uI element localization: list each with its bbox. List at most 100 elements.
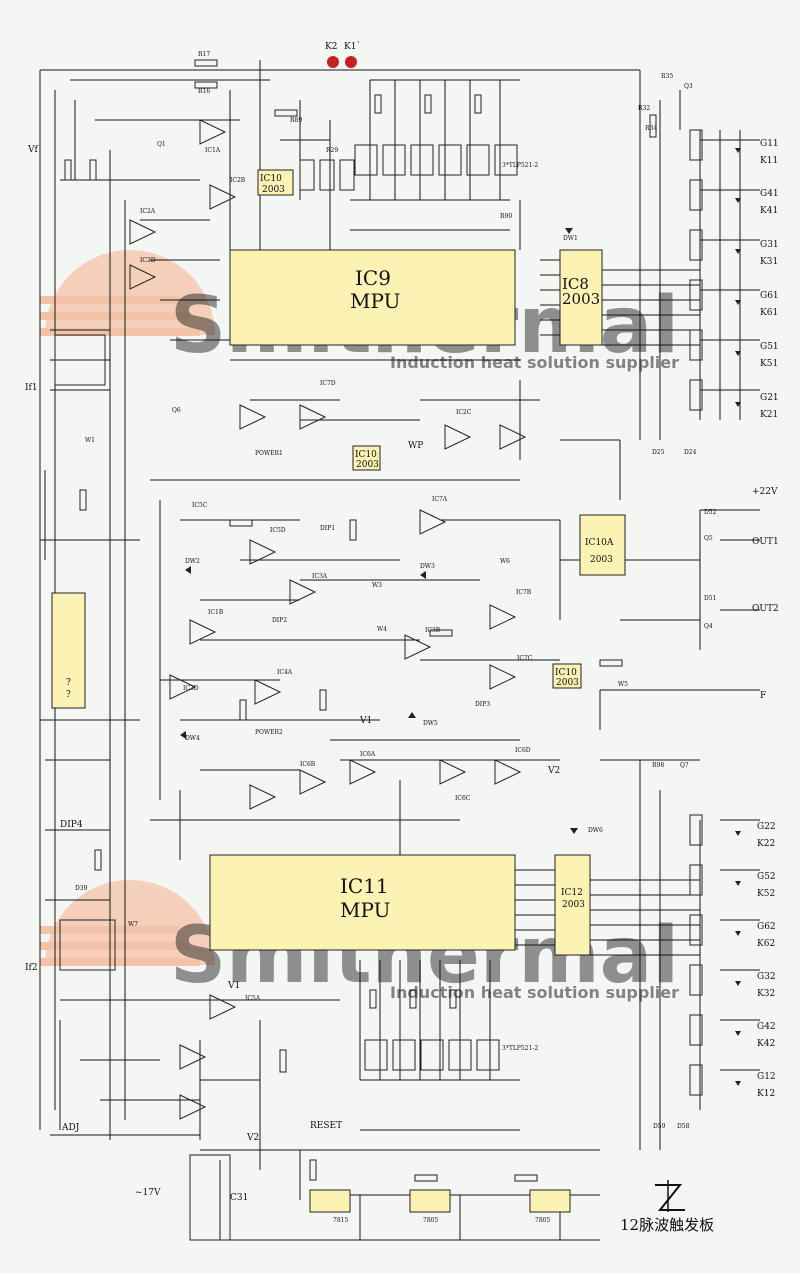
v2-label-mid: V2 <box>547 766 560 776</box>
ic9-chip <box>229 249 516 346</box>
logo-mark <box>655 1180 685 1212</box>
gate-label-bottom-5: G62 <box>757 922 776 932</box>
op-amps <box>129 119 527 1120</box>
ic9-type: MPU <box>350 289 400 313</box>
ic10-val-top: 2003 <box>262 185 285 195</box>
part-ic6a: IC6A <box>360 751 376 758</box>
part-ic5d: IC5D <box>270 527 286 534</box>
part-d39: D39 <box>75 885 88 892</box>
part-ic2c: IC2C <box>456 409 472 416</box>
part-dip2: DIP2 <box>272 617 287 624</box>
part-d24: D24 <box>684 449 697 456</box>
relay-k2-label: K2 <box>325 42 337 52</box>
part-ic6b: IC6B <box>300 761 316 768</box>
led-indicators <box>180 148 741 1086</box>
gate-label-top-11: G21 <box>760 393 779 403</box>
part-d51: D51 <box>704 595 716 602</box>
ic8-chip <box>559 249 603 346</box>
out2-label: OUT2 <box>752 604 779 614</box>
reg2-label: 7805 <box>423 1217 438 1224</box>
plus22v-label: +22V <box>752 487 778 497</box>
ic11-chip <box>209 854 516 951</box>
f-label: F <box>760 691 766 701</box>
part-dw6: DW6 <box>588 827 603 834</box>
ic10a-chip <box>579 514 626 576</box>
part-ic3d: IC3D <box>183 685 199 692</box>
ic12-chip <box>554 854 591 956</box>
gate-label-top-8: K61 <box>760 308 778 318</box>
part-ic6d: IC6D <box>515 747 531 754</box>
gate-label-bottom-11: G12 <box>757 1072 776 1082</box>
part-w1: W1 <box>85 437 95 444</box>
part-r17: R17 <box>198 51 210 58</box>
gate-label-bottom-4: K52 <box>757 889 775 899</box>
part-ic6c: IC6C <box>455 795 471 802</box>
gate-label-bottom-1: G22 <box>757 822 776 832</box>
wp-label: WP <box>408 441 423 451</box>
board-title: 12脉波触发板 <box>620 1216 714 1234</box>
part-dw3: DW3 <box>420 563 435 570</box>
part-dw1: DW1 <box>563 235 578 242</box>
part-dw5: DW5 <box>423 720 438 727</box>
part-d25: D25 <box>652 449 665 456</box>
part-d52: D52 <box>704 509 717 516</box>
gate-label-top-1: G11 <box>760 139 779 149</box>
ic10-chip-top <box>257 169 294 196</box>
gate-label-top-9: G51 <box>760 342 779 352</box>
part-r32: R32 <box>638 105 650 112</box>
part-ic2b: IC2B <box>230 177 246 184</box>
ic11-ref: IC11 <box>340 874 389 898</box>
part-ic2a: IC2A <box>140 208 156 215</box>
c31-label: C31 <box>230 1193 248 1203</box>
part-ic5c: IC5C <box>192 502 208 509</box>
relay-terminals <box>327 56 357 68</box>
v1-label-bottom: V1 <box>227 981 240 991</box>
part-w6: W6 <box>500 558 510 565</box>
part-dw4: DW4 <box>185 735 200 742</box>
ic8-val: 2003 <box>562 290 600 308</box>
ac17v-label: ~17V <box>135 1188 161 1198</box>
part-r16: R16 <box>198 88 210 95</box>
part-w3: W3 <box>372 582 382 589</box>
vf-label: Vf <box>27 145 38 155</box>
ic10a-ref: IC10A <box>585 538 614 548</box>
part-ic1a: IC1A <box>205 147 221 154</box>
regulators <box>309 1189 571 1213</box>
part-w4: W4 <box>377 626 387 633</box>
ic10-ref-top: IC10 <box>260 174 282 184</box>
ic10-val-mid: 2003 <box>356 460 379 470</box>
wiring <box>39 60 760 1241</box>
gate-label-top-4: K41 <box>760 206 778 216</box>
if2-label: If2 <box>25 963 38 973</box>
dip-switch-block <box>51 592 86 709</box>
part-ic7a: IC7A <box>432 496 448 503</box>
watermark-tagline-top: Induction heat solution supplier <box>390 353 679 372</box>
part-ic4a: IC4A <box>277 669 293 676</box>
part-r90: R90 <box>500 213 512 220</box>
ic10-val-right: 2003 <box>556 678 579 688</box>
part-r89: R89 <box>290 117 302 124</box>
v2-label-bottom: V2 <box>246 1133 259 1143</box>
gate-label-bottom-10: K42 <box>757 1039 775 1049</box>
gate-label-top-10: K51 <box>760 359 778 369</box>
gate-label-bottom-3: G52 <box>757 872 776 882</box>
reset-label: RESET <box>310 1121 342 1131</box>
part-ic3a: IC3A <box>312 573 328 580</box>
part-q6: Q6 <box>172 407 181 414</box>
diode-bridges <box>54 334 231 1241</box>
part-d58: D58 <box>677 1123 690 1130</box>
part-labels: R17 R16 Q1 IC1A IC2A IC2B IC2D R89 R29 R… <box>75 51 717 1130</box>
gate-label-bottom-12: K12 <box>757 1089 775 1099</box>
gate-label-top-5: G31 <box>760 240 779 250</box>
ic10a-val: 2003 <box>590 555 613 565</box>
opto-couplers-bottom <box>364 1039 500 1071</box>
ic10-chip-right <box>552 663 582 689</box>
optos-top-label: 3*TLP521-2 <box>502 162 538 169</box>
optos-bottom-label: 3*TLP521-2 <box>502 1045 538 1052</box>
part-ic5a: IC5A <box>245 995 261 1002</box>
ic10-ref-mid: IC10 <box>355 450 377 460</box>
ic10-chip-mid <box>352 445 381 471</box>
dip-switch-mark-1: ? <box>66 678 71 688</box>
